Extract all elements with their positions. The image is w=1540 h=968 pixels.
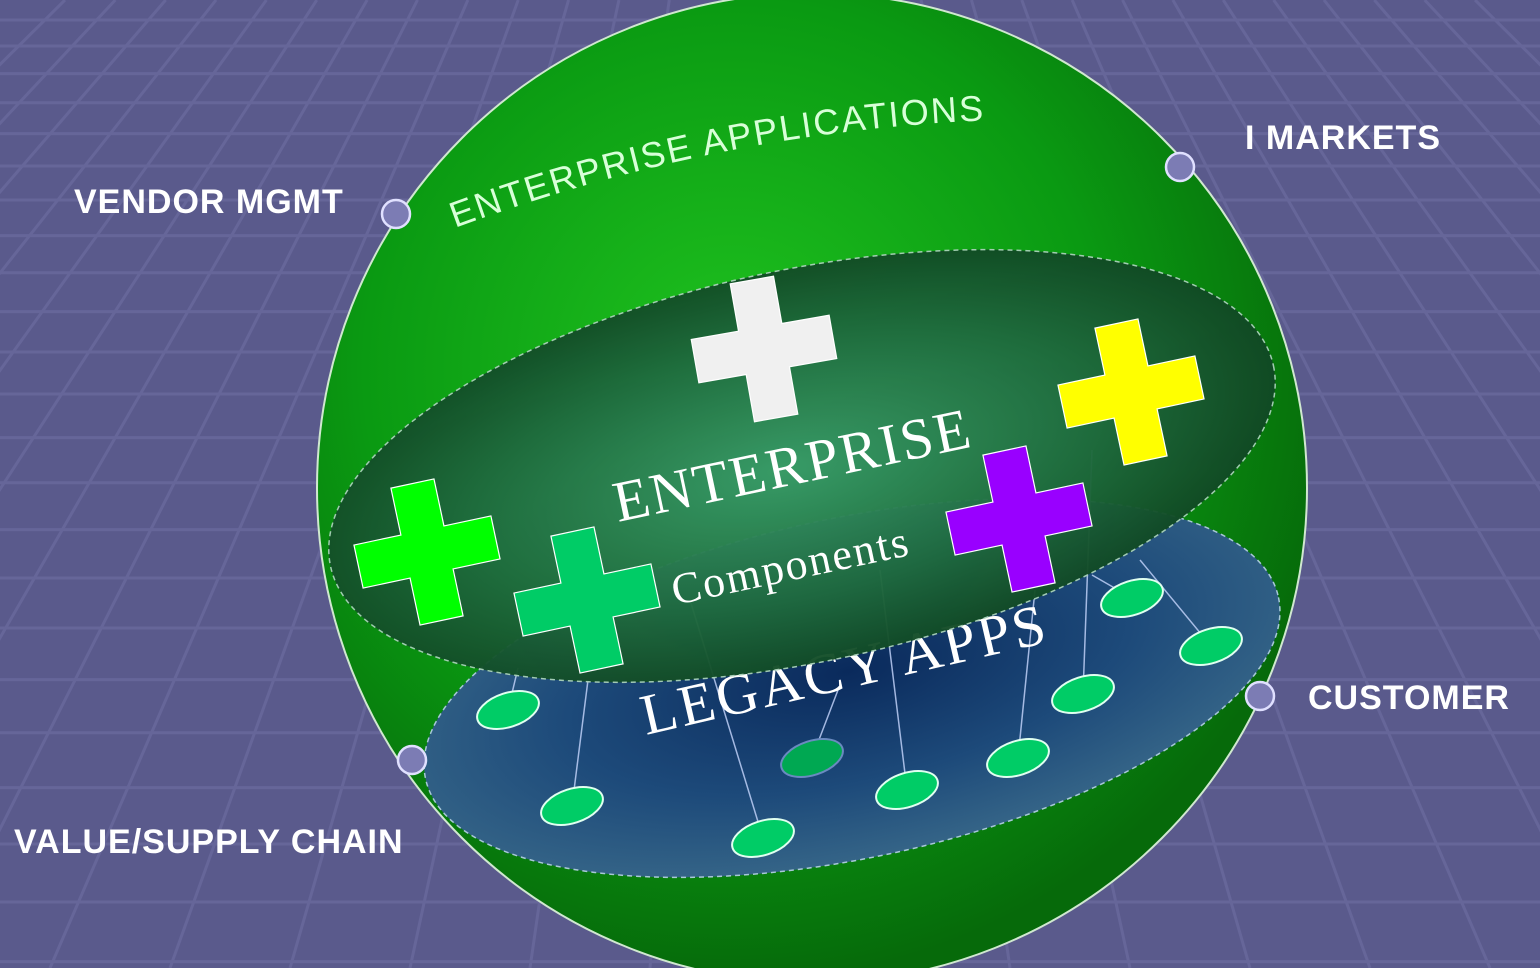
legacy-app-node [731,818,795,858]
legacy-app-node [1179,626,1243,666]
legacy-app-nodes [476,578,1243,858]
legacy-app-node [1100,578,1164,618]
legacy-app-node [540,786,604,826]
vendor-connector-node [380,198,412,230]
vendor-mgmt-label: VENDOR MGMT [74,183,344,221]
customer-label: CUSTOMER [1308,679,1510,717]
supply-connector-node [396,744,428,776]
customer-connector-node [1244,680,1276,712]
legacy-app-node [1051,674,1115,714]
legacy-app-node [476,690,540,730]
i-markets-label: I MARKETS [1245,119,1441,157]
legacy-app-node [986,738,1050,778]
legacy-app-node [875,770,939,810]
value-supply-chain-label: VALUE/SUPPLY CHAIN [14,823,404,861]
legacy-app-node [780,738,844,778]
markets-connector-node [1164,151,1196,183]
connector-nodes [380,151,1276,776]
